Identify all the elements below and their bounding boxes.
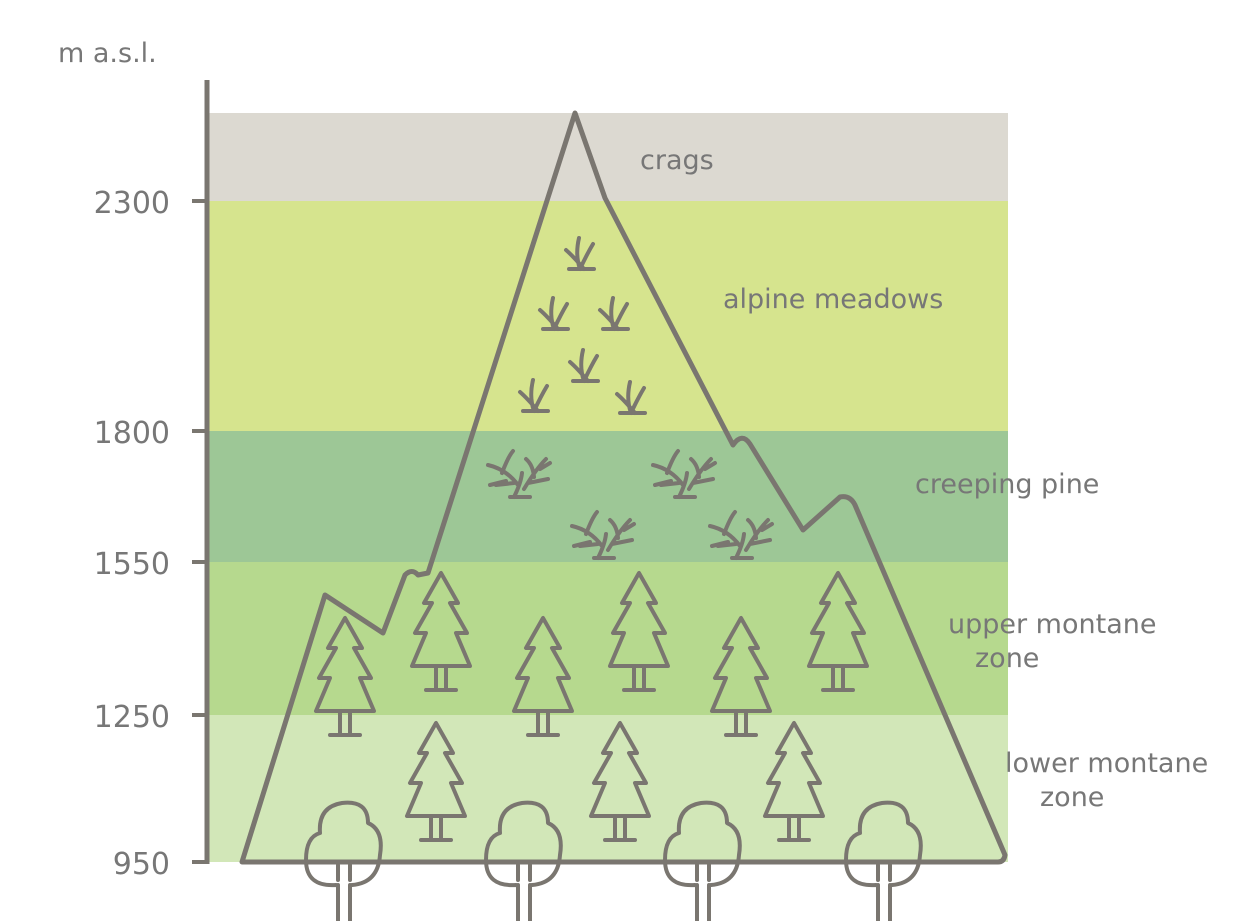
tick-label-950: 950 (113, 847, 170, 882)
tick-label-1250: 1250 (94, 700, 170, 735)
axis-unit-label: m a.s.l. (58, 38, 157, 69)
tick-label-2300: 2300 (94, 186, 170, 221)
zone-label-lower-montane: lower montane (1005, 748, 1208, 779)
zone-label-upper-montane-line2: zone (975, 643, 1039, 674)
zone-label-lower-montane-line2: zone (1040, 782, 1104, 813)
zone-label-crags: crags (640, 145, 714, 176)
tick-label-1550: 1550 (94, 547, 170, 582)
zone-label-upper-montane: upper montane (948, 609, 1156, 640)
mountain-outline (239, 110, 1008, 865)
band-crags (208, 113, 1008, 201)
zone-label-alpine-meadows: alpine meadows (723, 284, 943, 315)
zone-label-creeping-pine: creeping pine (915, 469, 1099, 500)
tick-label-1800: 1800 (94, 416, 170, 451)
